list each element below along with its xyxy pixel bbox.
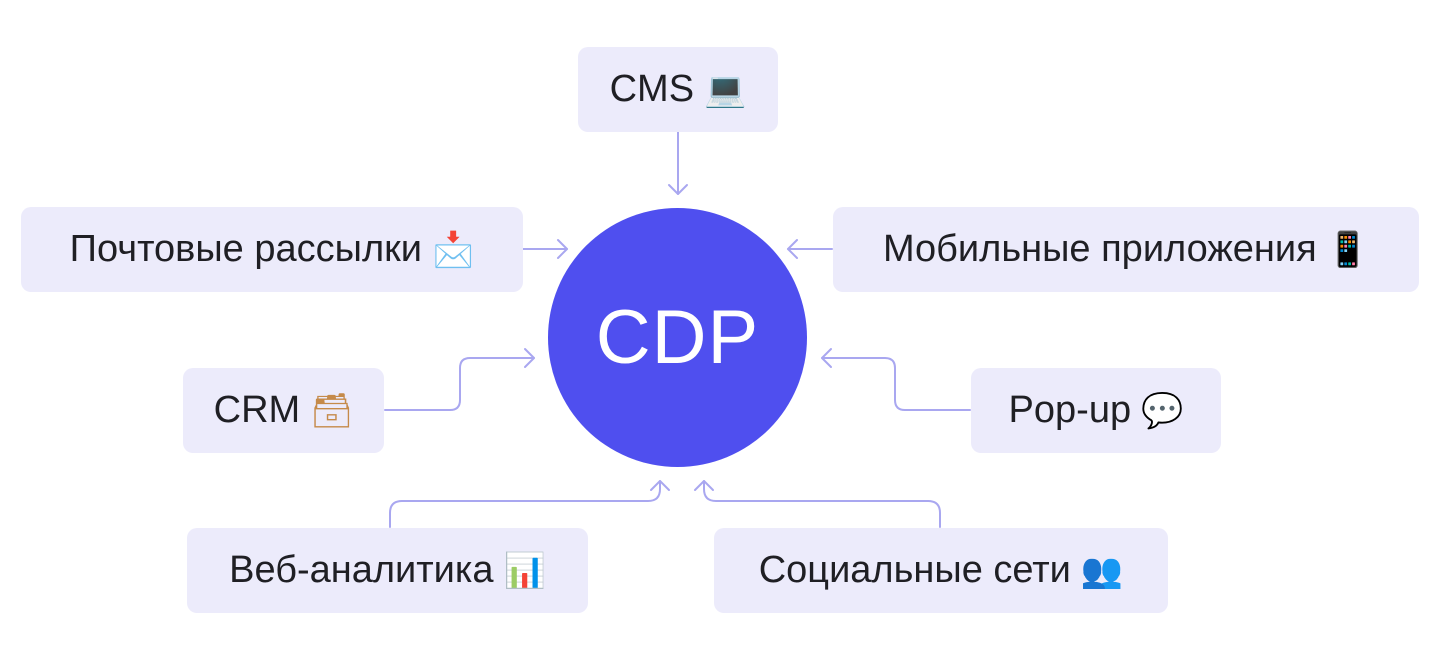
- busts-in-silhouette-icon: 👥: [1080, 551, 1124, 590]
- arrowhead-crm: [524, 348, 535, 368]
- source-mobile-label: Мобильные приложения: [882, 228, 1317, 270]
- source-crm: CRM 🗃: [183, 368, 384, 453]
- mobile-phone-icon: 📱: [1326, 230, 1370, 269]
- connector-crm: [384, 357, 535, 411]
- source-social: Социальные сети 👥: [714, 528, 1168, 613]
- source-analytics: Веб-аналитика 📊: [187, 528, 588, 613]
- connector-social: [703, 480, 941, 528]
- source-crm-label: CRM: [213, 389, 301, 431]
- connector-popup: [821, 357, 971, 411]
- bar-chart-icon: 📊: [503, 551, 546, 590]
- arrowhead-popup: [821, 348, 832, 368]
- source-email: Почтовые рассылки 📩: [21, 207, 523, 292]
- arrowhead-email: [557, 239, 568, 259]
- speech-bubble-icon: 💬: [1141, 391, 1184, 430]
- arrowhead-mobile: [787, 239, 798, 259]
- arrowhead-cms: [668, 184, 688, 195]
- source-cms-label: CMS: [609, 68, 695, 110]
- source-popup-label: Pop-up: [1008, 389, 1132, 431]
- source-mobile: Мобильные приложения 📱: [833, 207, 1419, 292]
- source-email-label: Почтовые рассылки: [69, 228, 422, 270]
- cdp-hub-label: CDP: [595, 295, 760, 380]
- source-social-label: Социальные сети: [758, 549, 1071, 591]
- arrowhead-analytics: [650, 480, 670, 491]
- incoming-envelope-icon: 📩: [431, 230, 475, 269]
- source-popup: Pop-up 💬: [971, 368, 1221, 453]
- card-file-box-icon: 🗃: [310, 391, 354, 430]
- connector-analytics: [389, 480, 661, 528]
- source-cms: CMS 💻: [578, 47, 778, 132]
- cdp-hub: CDP: [548, 208, 807, 467]
- source-analytics-label: Веб-аналитика: [229, 549, 494, 591]
- laptop-icon: 💻: [704, 70, 747, 109]
- arrowhead-social: [694, 480, 714, 491]
